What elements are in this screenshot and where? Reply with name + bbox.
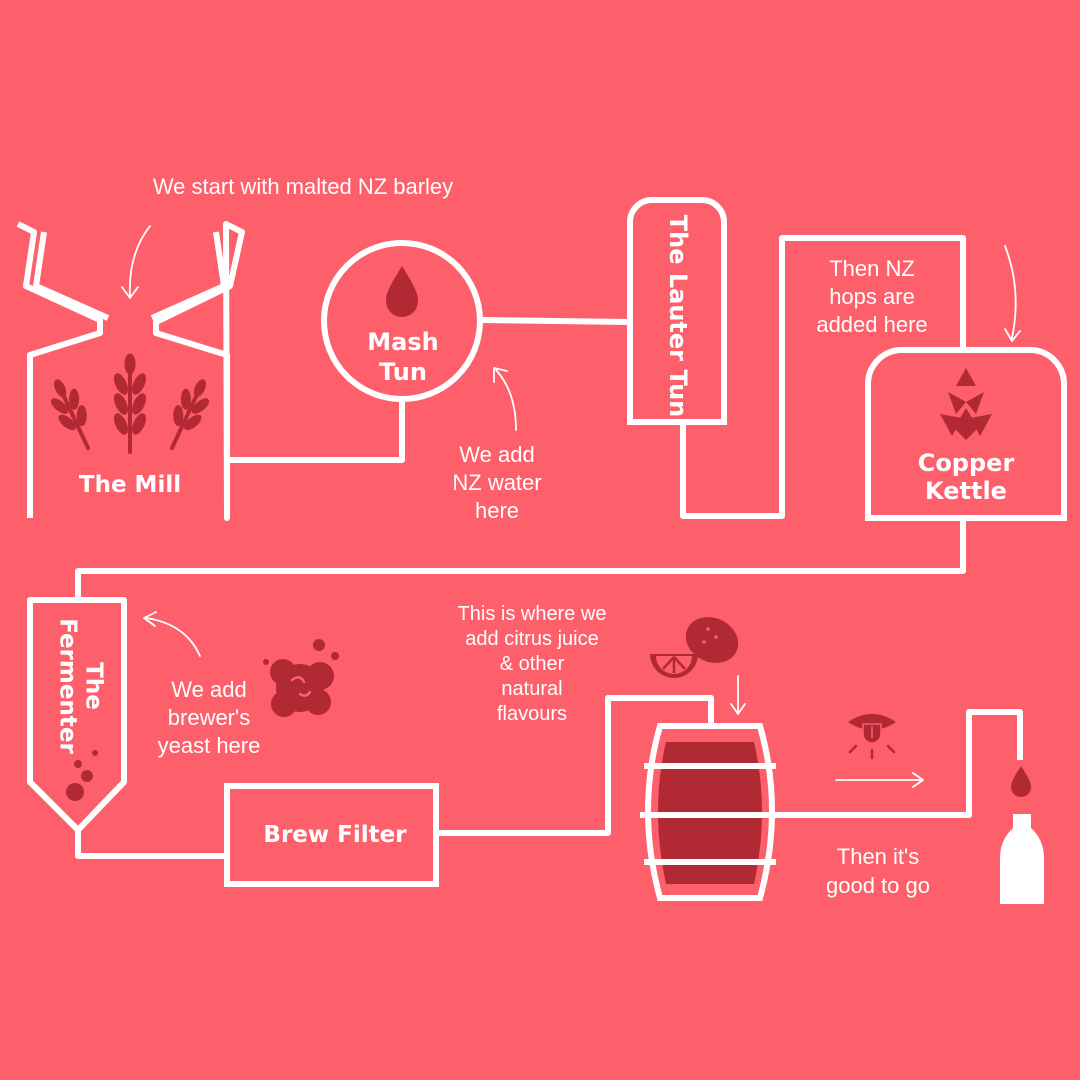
note-citrus-line: natural xyxy=(501,678,562,700)
note-yeast-line: We add xyxy=(171,677,246,702)
note-water-line: NZ water xyxy=(452,470,541,495)
note-citrus: This is where we add citrus juice & othe… xyxy=(458,603,607,725)
note-citrus-line: add citrus juice xyxy=(465,628,598,650)
stage-mash-tun: Mash Tun xyxy=(321,240,483,402)
pipe-filter-to-barrel xyxy=(436,695,714,836)
lauter-tun-outline xyxy=(627,197,727,425)
pipe-kettle-to-fermenter xyxy=(75,518,966,600)
arrow-yeast-icon xyxy=(143,611,201,657)
barrel-icon xyxy=(640,723,780,901)
pipe-barrel-to-bottle xyxy=(778,709,1023,818)
note-yeast: We add brewer's yeast here xyxy=(158,677,261,758)
note-water: We add NZ water here xyxy=(452,442,541,523)
arrow-barley-icon xyxy=(121,225,151,299)
pipe-mill-to-mash xyxy=(227,397,405,463)
mill-hopper xyxy=(16,221,245,521)
annotation-arrows xyxy=(121,225,1021,788)
note-done-line: good to go xyxy=(826,873,930,898)
note-hops-line: Then NZ xyxy=(829,256,915,281)
note-citrus-line: & other xyxy=(500,653,565,675)
stage-mill: The Mill xyxy=(16,221,245,521)
bottle-drop-icon xyxy=(1011,766,1031,797)
arrow-hops-icon xyxy=(1004,245,1021,342)
note-hops-line: hops are xyxy=(829,284,915,309)
stage-fermenter: The Fermenter xyxy=(27,597,127,833)
water-drop-icon xyxy=(386,266,418,317)
citrus-icon xyxy=(650,617,739,678)
note-citrus-line: flavours xyxy=(497,703,567,725)
note-water-line: We add xyxy=(459,442,534,467)
copper-kettle-outline xyxy=(865,347,1067,521)
yeast-icon xyxy=(263,639,339,717)
brew-filter-label: Brew Filter xyxy=(263,822,407,848)
note-done: Then it's good to go xyxy=(826,844,930,898)
mash-tun-label-line1: Mash xyxy=(367,328,438,356)
bottle-icon xyxy=(1000,814,1044,904)
note-done-line: Then it's xyxy=(837,844,919,869)
fermenter-label-line1: The xyxy=(81,662,107,710)
pipe-lauter-to-kettle xyxy=(680,235,966,519)
fermenter-label-line2: Fermenter xyxy=(55,618,81,754)
stage-copper-kettle: Copper Kettle xyxy=(865,347,1067,521)
barrel-outline xyxy=(645,723,775,901)
bubbles-icon xyxy=(66,750,98,801)
note-citrus-line: This is where we xyxy=(458,603,607,625)
note-yeast-line: brewer's xyxy=(168,705,250,730)
stage-brew-filter: Brew Filter xyxy=(224,783,439,887)
hop-icon xyxy=(940,368,992,440)
note-water-line: here xyxy=(475,498,519,523)
fermenter-outline xyxy=(27,597,127,833)
mill-label: The Mill xyxy=(79,472,181,498)
mash-tun-outline xyxy=(321,240,483,402)
note-hops: Then NZ hops are added here xyxy=(816,256,927,337)
copper-kettle-label-line1: Copper xyxy=(918,449,1015,477)
pipe-mash-to-lauter xyxy=(479,317,631,325)
lauter-tun-label: The Lauter Tun xyxy=(664,215,692,418)
arrow-taste-icon xyxy=(835,772,924,788)
note-yeast-line: yeast here xyxy=(158,733,261,758)
note-barley: We start with malted NZ barley xyxy=(153,174,453,199)
tongue-icon xyxy=(848,714,896,760)
note-hops-line: added here xyxy=(816,312,927,337)
mash-tun-label-line2: Tun xyxy=(379,358,427,386)
pipes xyxy=(75,235,1023,859)
stage-bottle xyxy=(1000,766,1044,904)
arrow-water-icon xyxy=(493,367,517,431)
pipe-fermenter-to-filter xyxy=(75,830,227,859)
copper-kettle-label-line2: Kettle xyxy=(925,477,1007,505)
brew-filter-outline xyxy=(224,783,439,887)
wheat-icon xyxy=(50,353,210,454)
stage-lauter-tun: The Lauter Tun xyxy=(627,197,727,425)
arrow-citrus-icon xyxy=(730,675,746,715)
